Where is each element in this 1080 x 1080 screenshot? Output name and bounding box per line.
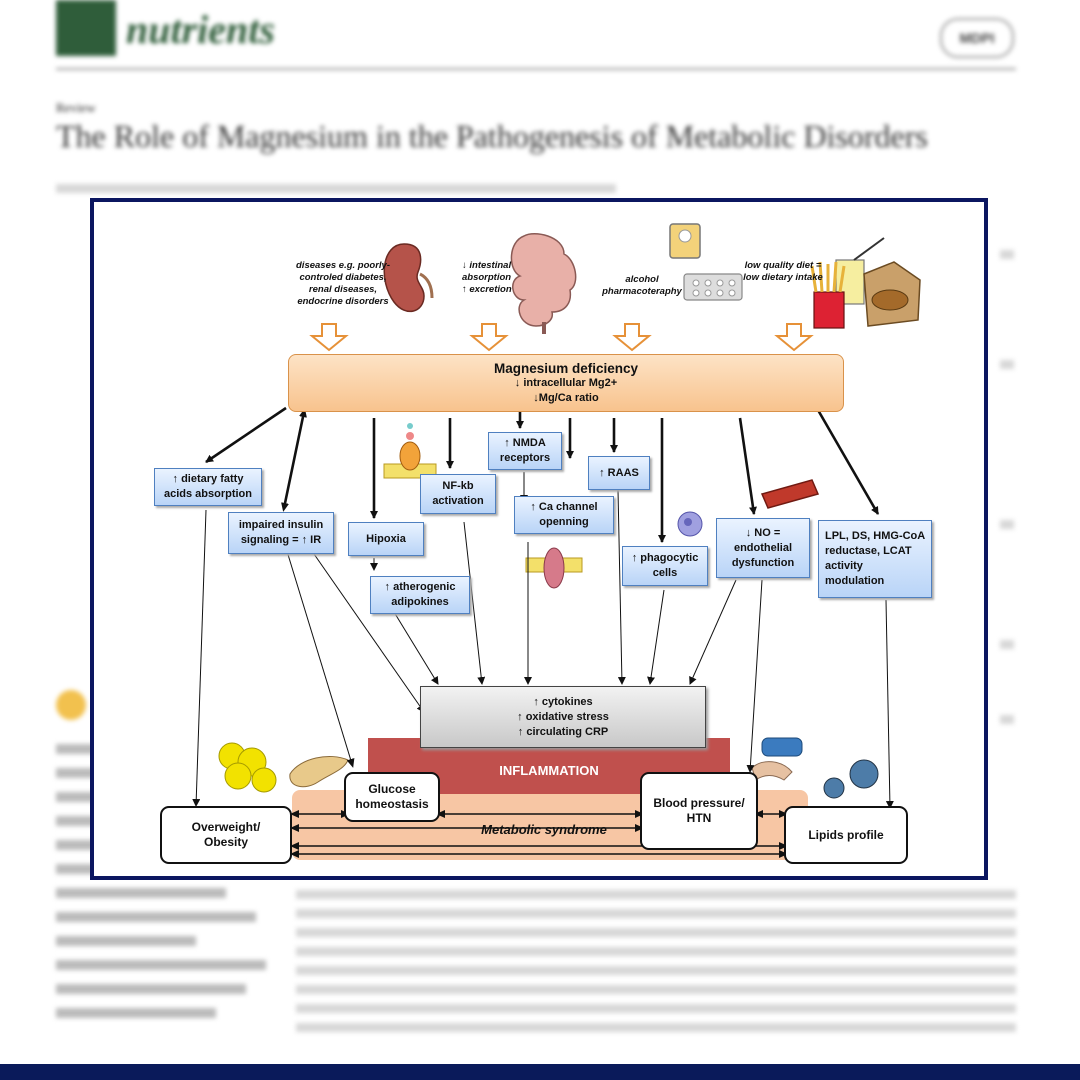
cause-diet: low quality diet =low dietary intake — [743, 260, 823, 283]
fat-cells-icon — [218, 742, 277, 793]
publisher-logo: MDPI — [940, 18, 1014, 58]
header-rule — [56, 68, 1016, 70]
deficiency-title: Magnesium deficiency — [493, 360, 639, 376]
outcome-lipids: Lipids profile — [784, 806, 908, 864]
body-paragraph — [296, 880, 1016, 1042]
arrow-no — [738, 417, 757, 515]
cause-arrows — [309, 323, 814, 352]
inflammation-label: INFLAMMATION — [499, 762, 599, 778]
magnesium-diagram: diseases e.g. poorly-controled diabetes,… — [90, 198, 988, 880]
magnesium-deficiency-box: Magnesium deficiency ↓ intracellular Mg2… — [288, 354, 844, 412]
cause-disease: diseases e.g. poorly-controled diabetes,… — [296, 260, 390, 307]
deficiency-line-2: ↓Mg/Ca ratio — [533, 391, 599, 404]
alcohol-glass-icon — [669, 223, 701, 259]
pancreas-icon — [289, 756, 349, 788]
intestine-icon — [510, 233, 577, 334]
metabolic-syndrome-label: Metabolic syndrome — [481, 821, 607, 837]
box-hipoxia: Hipoxia — [348, 522, 424, 556]
bottom-bar — [0, 1064, 1080, 1080]
authors-line — [56, 180, 616, 196]
margin-text — [1000, 360, 1014, 369]
margin-text — [1000, 715, 1014, 724]
article-type: Review — [56, 100, 96, 115]
cause-arrow — [774, 323, 814, 352]
lipoprotein-icon — [823, 759, 879, 799]
journal-logo — [56, 0, 116, 56]
outcome-blood-pressure: Blood pressure/HTN — [640, 772, 758, 850]
margin-text — [1000, 640, 1014, 649]
open-access-icon — [56, 690, 86, 720]
pills-icon — [683, 273, 743, 301]
bp-cuff-icon — [751, 737, 803, 781]
margin-text — [1000, 520, 1014, 529]
phagocyte-icon — [677, 511, 703, 537]
margin-text — [1000, 250, 1014, 259]
deficiency-line-1: ↓ intracellular Mg2+ — [514, 376, 618, 389]
arrow-insulin — [281, 408, 307, 512]
fast-food-icon — [810, 237, 921, 329]
journal-name: nutrients — [126, 7, 275, 52]
inflammation-markers-box: ↑ cytokines ↑ oxidative stress ↑ circula… — [420, 686, 706, 748]
cell-membrane-icon — [383, 423, 437, 479]
arrow-lipid — [816, 409, 880, 515]
secondary-arrows — [192, 472, 894, 809]
article-title: The Role of Magnesium in the Pathogenesi… — [56, 118, 928, 154]
primary-arrows — [205, 406, 880, 543]
outcome-obesity: Overweight/Obesity — [160, 806, 292, 864]
kidney-icon — [383, 243, 434, 313]
box-raas: ↑ RAAS — [588, 456, 650, 490]
cause-arrow — [612, 323, 652, 352]
ion-channel-icon — [525, 547, 583, 589]
cause-arrow — [309, 323, 349, 352]
blood-vessel-icon — [760, 479, 820, 509]
cause-arrow — [469, 323, 509, 352]
arrow-fatty — [205, 406, 287, 464]
